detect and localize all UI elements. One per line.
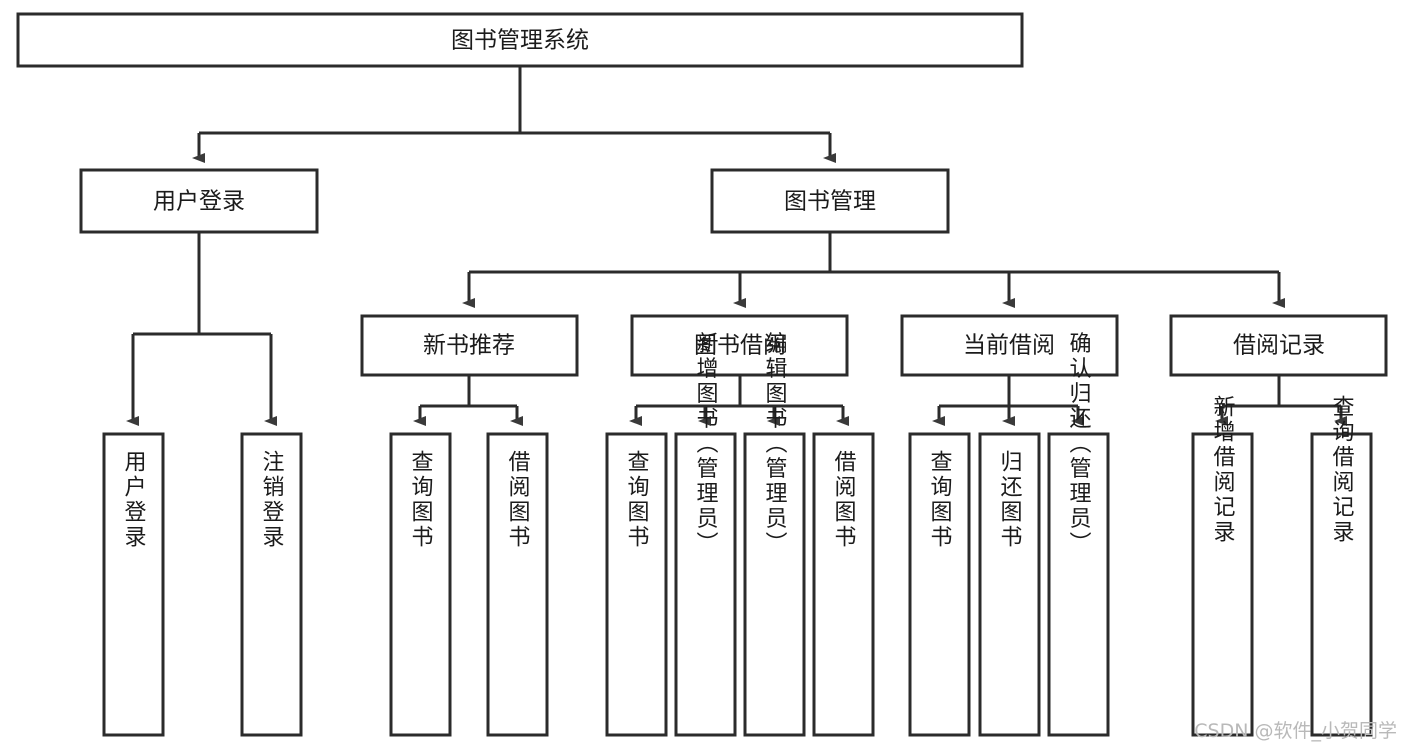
node-leaf-current-borrow-2[interactable]: 归还图书 xyxy=(978,432,1041,737)
node-current-borrow[interactable]: 当前借阅 xyxy=(900,314,1119,377)
node-leaf-new-book-1-label: 查询图书 xyxy=(408,450,434,550)
node-leaf-book-borrow-4-box[interactable] xyxy=(812,432,875,737)
node-leaf-user-login-1[interactable]: 用户登录 xyxy=(102,432,165,737)
node-current-borrow-label: 当前借阅 xyxy=(963,333,1055,359)
node-leaf-borrow-record-2[interactable]: 查询借阅记录 xyxy=(1310,395,1373,737)
node-leaf-book-borrow-4-label: 借阅图书 xyxy=(831,450,857,550)
node-user-login-label: 用户登录 xyxy=(153,189,245,215)
node-leaf-current-borrow-3-box[interactable] xyxy=(1047,432,1110,737)
node-leaf-user-login-2-box[interactable] xyxy=(240,432,303,737)
node-book-management-box[interactable] xyxy=(710,168,950,234)
node-leaf-borrow-record-2-label: 查询借阅记录 xyxy=(1329,395,1355,545)
node-leaf-new-book-2-label: 借阅图书 xyxy=(505,450,531,550)
node-leaf-book-borrow-3-box[interactable] xyxy=(743,432,806,737)
node-leaf-book-borrow-2-label: 新增图书（管理员） xyxy=(693,332,719,557)
node-book-management[interactable]: 图书管理 xyxy=(710,168,950,234)
node-leaf-user-login-2[interactable]: 注销登录 xyxy=(240,432,303,737)
node-leaf-book-borrow-3[interactable]: 编辑图书（管理员） xyxy=(743,332,806,737)
node-leaf-book-borrow-1-box[interactable] xyxy=(605,432,668,737)
node-leaf-book-borrow-2-box[interactable] xyxy=(674,432,737,737)
node-leaf-book-borrow-1-label: 查询图书 xyxy=(624,450,650,550)
node-leaf-new-book-1[interactable]: 查询图书 xyxy=(389,432,452,737)
node-leaf-current-borrow-3[interactable]: 确认归还（管理员） xyxy=(1047,332,1110,737)
node-book-borrow[interactable]: 图书借阅 xyxy=(630,314,849,377)
node-leaf-user-login-2-label: 注销登录 xyxy=(259,450,285,550)
node-current-borrow-box[interactable] xyxy=(900,314,1119,377)
node-borrow-record[interactable]: 借阅记录 xyxy=(1169,314,1388,377)
node-leaf-current-borrow-1[interactable]: 查询图书 xyxy=(908,432,971,737)
edges-group xyxy=(126,66,1347,426)
node-book-management-label: 图书管理 xyxy=(784,189,876,215)
node-leaf-new-book-2[interactable]: 借阅图书 xyxy=(486,432,549,737)
node-leaf-current-borrow-2-label: 归还图书 xyxy=(997,450,1023,550)
node-book-borrow-box[interactable] xyxy=(630,314,849,377)
node-book-borrow-label: 图书借阅 xyxy=(694,333,786,359)
node-root-box[interactable] xyxy=(16,12,1024,68)
node-user-login[interactable]: 用户登录 xyxy=(79,168,319,234)
node-leaf-borrow-record-2-box[interactable] xyxy=(1310,432,1373,737)
node-leaf-user-login-1-box[interactable] xyxy=(102,432,165,737)
node-leaf-book-borrow-4[interactable]: 借阅图书 xyxy=(812,432,875,737)
node-leaf-book-borrow-2[interactable]: 新增图书（管理员） xyxy=(674,332,737,737)
node-new-book-recommend-box[interactable] xyxy=(360,314,579,377)
node-leaf-current-borrow-2-box[interactable] xyxy=(978,432,1041,737)
node-leaf-book-borrow-3-label: 编辑图书（管理员） xyxy=(762,332,788,557)
node-leaf-current-borrow-3-label: 确认归还（管理员） xyxy=(1066,332,1092,557)
node-root-label: 图书管理系统 xyxy=(451,28,589,54)
node-leaf-current-borrow-1-label: 查询图书 xyxy=(927,450,953,550)
node-borrow-record-label: 借阅记录 xyxy=(1233,333,1325,359)
node-leaf-user-login-1-label: 用户登录 xyxy=(121,450,147,550)
node-leaf-borrow-record-1-label: 新增借阅记录 xyxy=(1210,395,1236,545)
node-borrow-record-box[interactable] xyxy=(1169,314,1388,377)
node-user-login-box[interactable] xyxy=(79,168,319,234)
node-leaf-borrow-record-1-box[interactable] xyxy=(1191,432,1254,737)
node-leaf-book-borrow-1[interactable]: 查询图书 xyxy=(605,432,668,737)
node-new-book-recommend-label: 新书推荐 xyxy=(423,333,515,359)
node-leaf-new-book-1-box[interactable] xyxy=(389,432,452,737)
node-leaf-current-borrow-1-box[interactable] xyxy=(908,432,971,737)
node-root-book-management-system[interactable]: 图书管理系统 xyxy=(16,12,1024,68)
node-leaf-new-book-2-box[interactable] xyxy=(486,432,549,737)
node-new-book-recommend[interactable]: 新书推荐 xyxy=(360,314,579,377)
node-leaf-borrow-record-1[interactable]: 新增借阅记录 xyxy=(1191,395,1254,737)
